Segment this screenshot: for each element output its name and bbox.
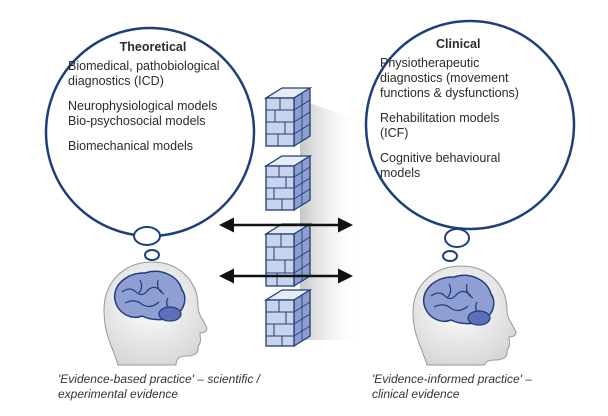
clinical-caption-line-1: 'Evidence-informed practice' – xyxy=(372,372,532,386)
theoretical-item-2-line-2: Bio-psychosocial models xyxy=(68,114,206,128)
clinical-item-1-line-1: Physiotherapeutic xyxy=(380,56,480,70)
clinical-thought-bubble xyxy=(364,19,576,262)
left-head-icon xyxy=(103,261,208,366)
right-brain-icon xyxy=(422,274,495,326)
theoretical-content: Theoretical Biomedical, pathobiological … xyxy=(68,40,238,154)
theoretical-item-3: Biomechanical models xyxy=(68,139,194,153)
theoretical-thought-bubble xyxy=(44,26,256,261)
bidirectional-arrows xyxy=(219,217,353,284)
theoretical-title: Theoretical xyxy=(119,40,187,54)
theoretical-caption-line-2: experimental evidence xyxy=(58,387,179,401)
clinical-item-3-line-2: models xyxy=(380,166,421,180)
theoretical-item-2-line-1: Neurophysiological models xyxy=(68,99,218,113)
clinical-item-1-line-2: diagnostics (movement xyxy=(380,71,509,85)
clinical-caption: 'Evidence-informed practice' – clinical … xyxy=(372,372,592,402)
clinical-item-1-line-3: functions & dysfunctions) xyxy=(380,86,519,100)
theoretical-caption-line-1: 'Evidence-based practice' – scientific / xyxy=(58,372,261,386)
clinical-content: Clinical Physiotherapeutic diagnostics (… xyxy=(380,37,555,181)
brick-block-1 xyxy=(263,86,313,148)
theoretical-item-1-line-2: diagnostics (ICD) xyxy=(68,74,164,88)
theoretical-caption: 'Evidence-based practice' – scientific /… xyxy=(58,372,288,402)
clinical-item-3-line-1: Cognitive behavioural xyxy=(380,151,501,165)
brick-block-4 xyxy=(263,288,313,348)
right-head-icon xyxy=(412,265,517,366)
clinical-caption-line-2: clinical evidence xyxy=(372,387,460,401)
brick-block-2 xyxy=(263,154,313,212)
clinical-item-2-line-1: Rehabilitation models xyxy=(380,111,500,125)
left-brain-icon xyxy=(113,270,186,322)
clinical-item-2-line-2: (ICF) xyxy=(380,126,409,140)
clinical-title: Clinical xyxy=(436,37,481,51)
theoretical-item-1-line-1: Biomedical, pathobiological xyxy=(68,59,220,73)
